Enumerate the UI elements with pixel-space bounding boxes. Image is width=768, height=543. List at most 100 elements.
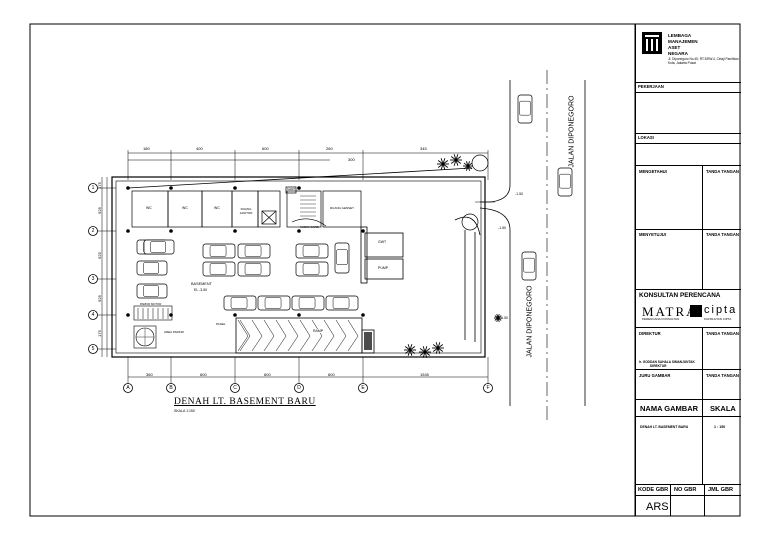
ramp-chevron xyxy=(347,319,359,352)
dim-label-top-6: 345 xyxy=(420,146,427,151)
tank-frame xyxy=(133,325,157,349)
row-konsultan xyxy=(636,289,741,290)
car-body xyxy=(237,261,271,277)
car xyxy=(237,261,271,277)
matra-tagline: PERENCANA KONSULTAN xyxy=(642,317,680,321)
dim-label-bottom-3: 600 xyxy=(264,372,271,377)
row-kode xyxy=(636,484,741,485)
kode-gbr-value: ARS xyxy=(646,501,669,513)
label-basement-level: EL -3.50 xyxy=(194,288,208,292)
label-no-gbr: NO GBR xyxy=(674,487,697,493)
lift-car xyxy=(261,210,277,225)
grid-bubble xyxy=(88,344,98,354)
car-roof xyxy=(244,263,262,275)
car-body xyxy=(202,261,236,277)
car xyxy=(136,260,168,276)
label-ruang-parkir: AREA PARKIR xyxy=(164,330,184,334)
grid-label-col-F: F xyxy=(486,385,490,391)
dim-label-bottom-5: 1545 xyxy=(420,372,429,377)
label-janitor: RUANG JANITOR xyxy=(239,207,253,215)
car-roof xyxy=(302,245,320,257)
grid-bubble xyxy=(88,274,98,284)
room-pump xyxy=(364,258,404,280)
org-address-line-1: Jl. Diponegoro No.45, RT.3/RW.4, Ciriaji… xyxy=(668,57,739,61)
car-body xyxy=(325,295,359,311)
grid-bubbles xyxy=(88,183,493,393)
label-shaft: SHAFT xyxy=(287,188,296,191)
ramp-chevrons xyxy=(237,319,249,352)
car-body xyxy=(557,167,573,197)
grid-label-row-2: 2 xyxy=(91,228,95,234)
grid-bubble xyxy=(123,383,133,393)
label-wc-1: WC xyxy=(146,206,152,210)
car-body xyxy=(295,261,329,277)
grid-bubble xyxy=(88,183,98,193)
grid-label-row-1: 1 xyxy=(91,185,95,191)
car-body xyxy=(291,295,325,311)
dim-label-top-5: 300 xyxy=(348,157,355,162)
column xyxy=(126,229,130,233)
grid-label-row-3: 3 xyxy=(91,276,95,282)
tb-divider xyxy=(704,484,705,516)
car-roof xyxy=(150,241,166,253)
label-lokasi: LOKASI xyxy=(638,135,654,140)
car xyxy=(237,243,271,259)
tree-trunk xyxy=(423,350,427,354)
ramp-chevron xyxy=(263,319,275,352)
grid-bubble xyxy=(358,383,368,393)
row-direktur xyxy=(636,327,741,328)
planter-circle xyxy=(471,154,489,172)
label-tanda-tangan-4: TANDA TANGAN xyxy=(706,373,739,378)
row-nama-gambar-body xyxy=(636,416,741,417)
row-juru-gambar xyxy=(636,369,741,370)
car-roof xyxy=(519,100,531,116)
car-body xyxy=(517,94,533,124)
column xyxy=(297,313,301,317)
tree-trunk xyxy=(496,316,500,320)
grid-label-col-D: D xyxy=(297,385,301,391)
dim-label-top-1: 180 xyxy=(143,146,150,151)
car-roof xyxy=(559,173,571,189)
label-direktur: DIREKTUR xyxy=(639,331,661,336)
label-juru-gambar: JURU GAMBAR xyxy=(639,373,671,378)
org-name-line-3: ASET xyxy=(668,45,681,50)
label-konsultan: KONSULTAN PERENCANA xyxy=(639,292,721,299)
ramp-chevron xyxy=(323,319,335,352)
car xyxy=(202,261,236,277)
car xyxy=(295,261,329,277)
grid-label-row-4: 4 xyxy=(91,312,95,318)
label-tanda-tangan-2: TANDA TANGAN xyxy=(706,232,739,237)
car xyxy=(295,243,329,259)
dim-label-side-4: 625 xyxy=(96,295,102,302)
ramp-chevron xyxy=(335,319,347,352)
dim-label-top-3: 600 xyxy=(262,146,269,151)
car-roof xyxy=(209,245,227,257)
car-body xyxy=(136,283,168,299)
label-tanda-tangan-3: TANDA TANGAN xyxy=(706,331,739,336)
column xyxy=(233,186,237,190)
car-body xyxy=(334,242,350,274)
grid-bubble xyxy=(483,383,493,393)
tb-divider xyxy=(702,399,703,484)
column xyxy=(361,229,365,233)
tree xyxy=(494,314,502,322)
shaft-box xyxy=(285,186,297,194)
car-roof xyxy=(332,297,350,309)
building-outline xyxy=(111,176,486,358)
car-body xyxy=(237,243,271,259)
streets xyxy=(475,70,586,420)
room-genset xyxy=(322,190,362,228)
car xyxy=(517,94,533,124)
label-kode-gbr: KODE GBR xyxy=(638,487,669,493)
grid-bubble xyxy=(166,383,176,393)
signer-title: DIREKTUR xyxy=(650,364,667,368)
org-address-line-2: Kota, Jakarta Pusat xyxy=(668,61,696,65)
car xyxy=(557,167,573,197)
title-block: LEMBAGA MANAJEMEN ASET NEGARA Jl. Dipone… xyxy=(635,24,741,516)
tree xyxy=(450,154,462,166)
drawing-title: DENAH LT. BASEMENT BARU xyxy=(174,397,316,407)
tree xyxy=(463,161,473,171)
column xyxy=(169,229,173,233)
column xyxy=(233,229,237,233)
